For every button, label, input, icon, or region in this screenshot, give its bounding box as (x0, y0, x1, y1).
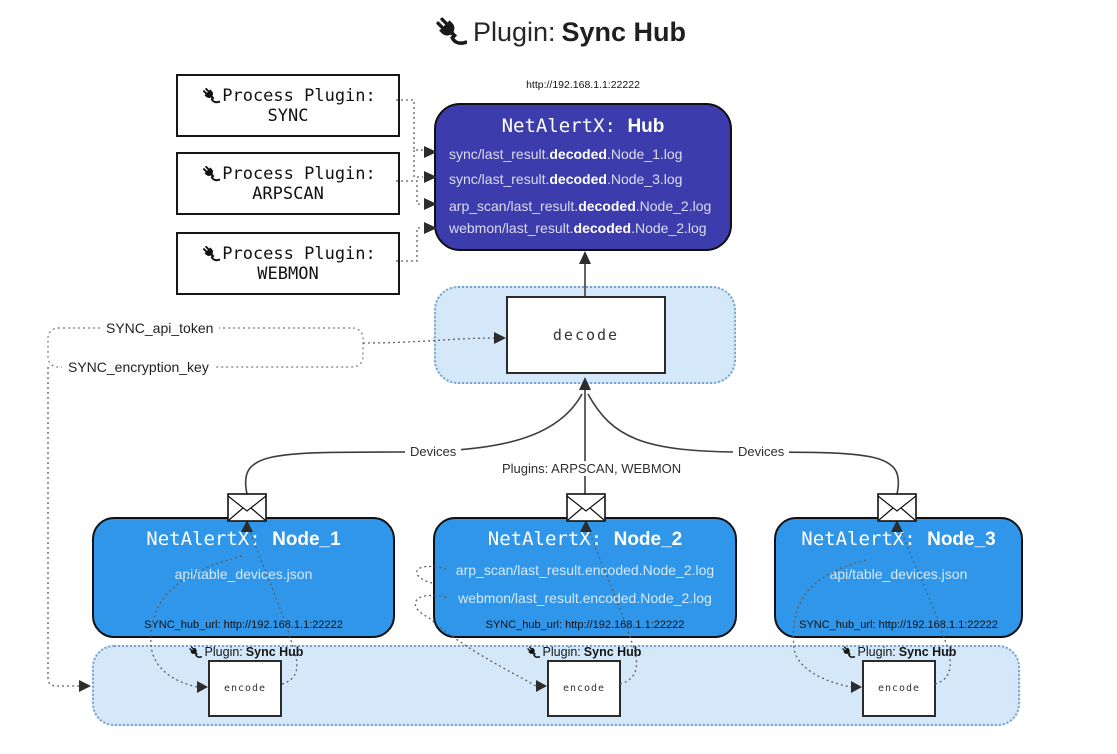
node-file-line: arp_scan/last_result.encoded.Node_2.log (455, 562, 715, 578)
process-plugin-label: Process Plugin: (222, 243, 376, 264)
hub-log-entry: sync/last_result.decoded.Node_3.log (449, 171, 683, 187)
sync-plugin-link-2 (413, 150, 423, 178)
encode-box: encode (862, 660, 936, 717)
hub-url: http://192.168.1.1:22222 (526, 79, 640, 91)
hub-log-entry: arp_scan/last_result.decoded.Node_2.log (449, 198, 712, 214)
netalertx-node-3: NetAlertX: Node_3 api/table_devices.json… (774, 517, 1023, 638)
decode-box: decode (506, 296, 666, 374)
config-to-encode-panel-link (47, 367, 79, 687)
plug-icon (841, 645, 855, 658)
node-file-line: api/table_devices.json (174, 566, 313, 582)
webmon-plugin-link (396, 227, 423, 262)
devices-label-right: Devices (733, 444, 790, 459)
encoder-label: Plugin: Sync Hub (818, 645, 978, 659)
plug-icon (188, 645, 202, 658)
arpscan-plugin-link (396, 180, 423, 205)
encode-box: encode (547, 660, 621, 717)
hub-log-entry: sync/last_result.decoded.Node_1.log (449, 146, 683, 162)
process-plugin-name: SYNC (267, 105, 309, 126)
node-hub-url: SYNC_hub_url: http://192.168.1.1:22222 (485, 619, 685, 631)
hub-title: NetAlertX: Hub (501, 115, 665, 137)
process-plugin-arpscan: Process Plugin: ARPSCAN (176, 152, 400, 215)
process-plugin-name: WEBMON (257, 263, 319, 284)
page-title: Plugin: Sync Hub (0, 16, 1117, 48)
plug-icon (203, 245, 221, 261)
node-hub-url: SYNC_hub_url: http://192.168.1.1:22222 (799, 619, 998, 631)
node-title: NetAlertX: Node_3 (801, 528, 996, 550)
hub-log-entry: webmon/last_result.decoded.Node_2.log (449, 220, 707, 236)
title-prefix: Plugin: (472, 16, 556, 47)
encoder-label: Plugin: Sync Hub (165, 645, 325, 659)
plug-icon (203, 87, 221, 103)
process-plugin-label: Process Plugin: (222, 85, 376, 106)
node-title: NetAlertX: Node_2 (487, 528, 683, 550)
netalertx-hub: NetAlertX: Hub sync/last_result.decoded.… (434, 103, 732, 251)
process-plugin-webmon: Process Plugin: WEBMON (176, 232, 400, 295)
netalertx-node-1: NetAlertX: Node_1 api/table_devices.json… (92, 517, 395, 638)
netalertx-node-2: NetAlertX: Node_2 arp_scan/last_result.e… (433, 517, 737, 638)
sync-plugin-link (396, 99, 423, 151)
sync-encryption-key-label: SYNC_encryption_key (62, 359, 215, 375)
node-title: NetAlertX: Node_1 (146, 528, 341, 550)
plugins-label: Plugins: ARPSCAN, WEBMON (497, 461, 687, 476)
node-file-line: webmon/last_result.encoded.Node_2.log (458, 590, 712, 606)
plug-icon (203, 165, 221, 181)
node-hub-url: SYNC_hub_url: http://192.168.1.1:22222 (144, 619, 343, 631)
encode-box: encode (208, 660, 282, 717)
process-plugin-label: Process Plugin: (222, 163, 376, 184)
process-plugin-name: ARPSCAN (252, 183, 324, 204)
node-file-line: api/table_devices.json (829, 566, 968, 582)
sync-api-token-label: SYNC_api_token (100, 320, 220, 336)
devices-label-left: Devices (405, 444, 462, 459)
plug-icon (436, 17, 467, 45)
encoder-label: Plugin: Sync Hub (503, 645, 663, 659)
process-plugin-sync: Process Plugin: SYNC (176, 74, 400, 137)
title-name: Sync Hub (561, 16, 687, 47)
plug-icon (526, 645, 540, 658)
